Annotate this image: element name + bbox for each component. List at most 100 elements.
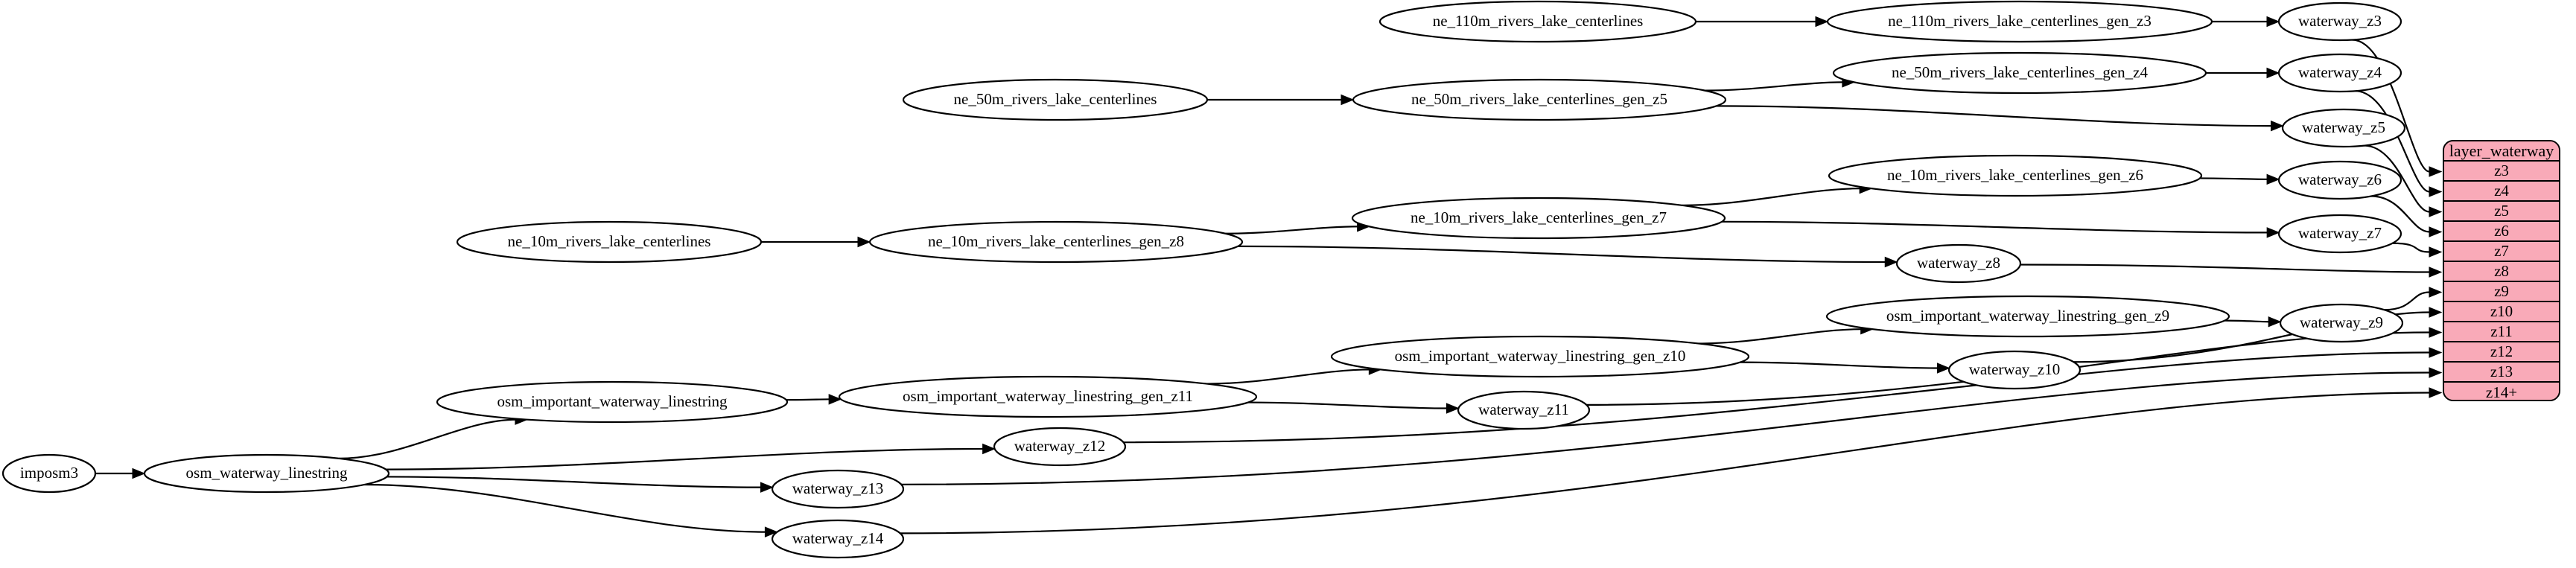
edge-arrowhead — [2429, 367, 2443, 378]
node-label: waterway_z14 — [792, 529, 884, 547]
node-label: waterway_z7 — [2298, 224, 2382, 242]
node-label: ne_10m_rivers_lake_centerlines — [508, 232, 711, 250]
node-shape — [1351, 197, 1726, 240]
edge-ne_10m_rivers_lake_centerlines_gen_z7-to-ne_10m_rivers_lake_centerlines_gen_z6 — [1682, 188, 1862, 206]
node-ne_110m_rivers_lake_centerlines_gen_z3[interactable]: ne_110m_rivers_lake_centerlines_gen_z3 — [1826, 0, 2213, 43]
node-ne_50m_rivers_lake_centerlines_gen_z5[interactable]: ne_50m_rivers_lake_centerlines_gen_z5 — [1352, 78, 1727, 121]
edge-waterway_z7-to-layer_waterway-z7 — [2392, 242, 2430, 253]
node-osm_important_waterway_linestring_z11[interactable]: osm_important_waterway_linestring_gen_z1… — [838, 375, 1258, 418]
edge-arrowhead — [2266, 173, 2280, 185]
node-label: ne_110m_rivers_lake_centerlines_gen_z3 — [1888, 12, 2152, 30]
node-waterway_z10[interactable]: waterway_z10 — [1947, 350, 2082, 390]
record-row-z14plus[interactable]: z14+ — [2444, 383, 2559, 400]
edge-waterway_z12-to-layer_waterway-z12 — [1123, 351, 2430, 444]
node-imposm3[interactable]: imposm3 — [1, 453, 97, 494]
node-label: waterway_z8 — [1917, 254, 2000, 272]
node-shape — [456, 220, 763, 264]
node-label: osm_important_waterway_linestring — [497, 392, 728, 410]
edge-waterway_z3-to-layer_waterway-z3 — [2352, 39, 2430, 173]
edge-waterway_z14-to-layer_waterway-z14+ — [900, 392, 2430, 535]
record-row-z3[interactable]: z3 — [2444, 162, 2559, 182]
node-shape — [143, 453, 390, 494]
record-row-z4[interactable]: z4 — [2444, 182, 2559, 202]
node-osm_important_waterway_linestring_z9[interactable]: osm_important_waterway_linestring_gen_z9 — [1825, 295, 2230, 338]
edge-ne_50m_rivers_lake_centerlines_gen_z5-to-waterway_z5 — [1716, 105, 2273, 127]
node-waterway_z6[interactable]: waterway_z6 — [2277, 160, 2402, 200]
node-shape — [1826, 0, 2213, 43]
edge-arrowhead — [764, 526, 778, 537]
node-label: ne_10m_rivers_lake_centerlines_gen_z8 — [928, 232, 1184, 250]
node-label: ne_50m_rivers_lake_centerlines — [954, 90, 1157, 108]
record-row-z6[interactable]: z6 — [2444, 222, 2559, 242]
node-shape — [2281, 108, 2406, 148]
edge-osm_waterway_linestring-to-osm_important_waterway_linestring — [339, 418, 517, 459]
node-shape — [1, 453, 97, 494]
edge-arrowhead — [2429, 307, 2443, 318]
node-ne_50m_rivers_lake_centerlines[interactable]: ne_50m_rivers_lake_centerlines — [902, 78, 1209, 121]
node-osm_waterway_linestring[interactable]: osm_waterway_linestring — [143, 453, 390, 494]
edge-osm_important_waterway_linestring_gen_z11-to-osm_important_waterway_linestring_gen_z10 — [1206, 368, 1371, 385]
node-ne_110m_rivers_lake_centerlines[interactable]: ne_110m_rivers_lake_centerlines — [1378, 0, 1697, 43]
node-shape — [1832, 51, 2207, 95]
node-waterway_z5[interactable]: waterway_z5 — [2281, 108, 2406, 148]
record-header-layer-waterway: layer_waterway — [2444, 141, 2559, 162]
node-ne_10m_rivers_lake_centerlines[interactable]: ne_10m_rivers_lake_centerlines — [456, 220, 763, 264]
record-row-z9[interactable]: z9 — [2444, 282, 2559, 302]
edge-osm_important_waterway_linestring_gen_z10-to-osm_important_waterway_linestring_gen_z9 — [1698, 328, 1863, 345]
node-label: waterway_z12 — [1014, 437, 1105, 455]
node-waterway_z13[interactable]: waterway_z13 — [771, 469, 905, 509]
edge-arrowhead — [828, 394, 842, 405]
node-shape — [2277, 160, 2402, 200]
node-ne_10m_rivers_lake_centerlines_gen_z7[interactable]: ne_10m_rivers_lake_centerlines_gen_z7 — [1351, 197, 1726, 240]
node-label: waterway_z4 — [2298, 63, 2382, 81]
node-waterway_z11[interactable]: waterway_z11 — [1457, 390, 1591, 430]
edge-ne_10m_rivers_lake_centerlines_gen_z7-to-waterway_z7 — [1722, 220, 2269, 234]
record-row-z11[interactable]: z11 — [2444, 322, 2559, 342]
node-label: waterway_z11 — [1478, 401, 1569, 418]
edge-layer — [95, 16, 2443, 537]
edge-waterway_z6-to-layer_waterway-z6 — [2371, 195, 2430, 233]
node-ne_10m_rivers_lake_centerlines_gen_z8[interactable]: ne_10m_rivers_lake_centerlines_gen_z8 — [868, 220, 1244, 264]
node-label: waterway_z13 — [792, 479, 883, 497]
node-waterway_z12[interactable]: waterway_z12 — [993, 427, 1127, 467]
edge-arrowhead — [2429, 327, 2443, 338]
record-row-z8[interactable]: z8 — [2444, 262, 2559, 282]
node-waterway_z4[interactable]: waterway_z4 — [2277, 53, 2402, 93]
record-row-z12[interactable]: z12 — [2444, 342, 2559, 363]
node-label: ne_110m_rivers_lake_centerlines — [1433, 12, 1644, 30]
node-label: waterway_z9 — [2300, 313, 2383, 331]
node-ne_50m_rivers_lake_centerlines_gen_z4[interactable]: ne_50m_rivers_lake_centerlines_gen_z4 — [1832, 51, 2207, 95]
edge-arrowhead — [2429, 226, 2443, 237]
node-label: imposm3 — [20, 464, 78, 482]
record-row-z5[interactable]: z5 — [2444, 202, 2559, 222]
node-label: osm_important_waterway_linestring_gen_z1… — [903, 387, 1193, 405]
record-row-z7[interactable]: z7 — [2444, 242, 2559, 262]
edge-arrowhead — [2429, 206, 2443, 217]
node-osm_important_waterway_linestring[interactable]: osm_important_waterway_linestring — [436, 380, 789, 424]
node-waterway_z9[interactable]: waterway_z9 — [2279, 303, 2404, 343]
edge-waterway_z5-to-layer_waterway-z5 — [2364, 144, 2430, 213]
record-row-z10[interactable]: z10 — [2444, 302, 2559, 322]
record-row-z13[interactable]: z13 — [2444, 363, 2559, 383]
edge-ne_10m_rivers_lake_centerlines_gen_z6-to-waterway_z6 — [2199, 177, 2269, 180]
node-waterway_z3[interactable]: waterway_z3 — [2277, 1, 2402, 42]
node-shape — [868, 220, 1244, 264]
node-waterway_z14[interactable]: waterway_z14 — [771, 519, 905, 559]
edge-arrowhead — [1936, 363, 1950, 374]
node-shape — [1378, 0, 1697, 43]
node-osm_important_waterway_linestring_z10[interactable]: osm_important_waterway_linestring_gen_z1… — [1330, 335, 1750, 378]
edge-waterway_z13-to-layer_waterway-z13 — [901, 371, 2430, 485]
node-shape — [2277, 1, 2402, 42]
edge-osm_important_waterway_linestring_gen_z11-to-waterway_z11 — [1247, 401, 1448, 409]
node-waterway_z7[interactable]: waterway_z7 — [2277, 214, 2402, 254]
node-shape — [1352, 78, 1727, 121]
edge-arrowhead — [1815, 16, 1829, 28]
node-waterway_z8[interactable]: waterway_z8 — [1895, 243, 2022, 284]
edge-arrowhead — [2266, 67, 2280, 79]
node-shape — [1457, 390, 1591, 430]
node-shape — [1330, 335, 1750, 378]
edge-arrowhead — [982, 443, 996, 455]
node-ne_10m_rivers_lake_centerlines_gen_z6[interactable]: ne_10m_rivers_lake_centerlines_gen_z6 — [1828, 154, 2203, 197]
